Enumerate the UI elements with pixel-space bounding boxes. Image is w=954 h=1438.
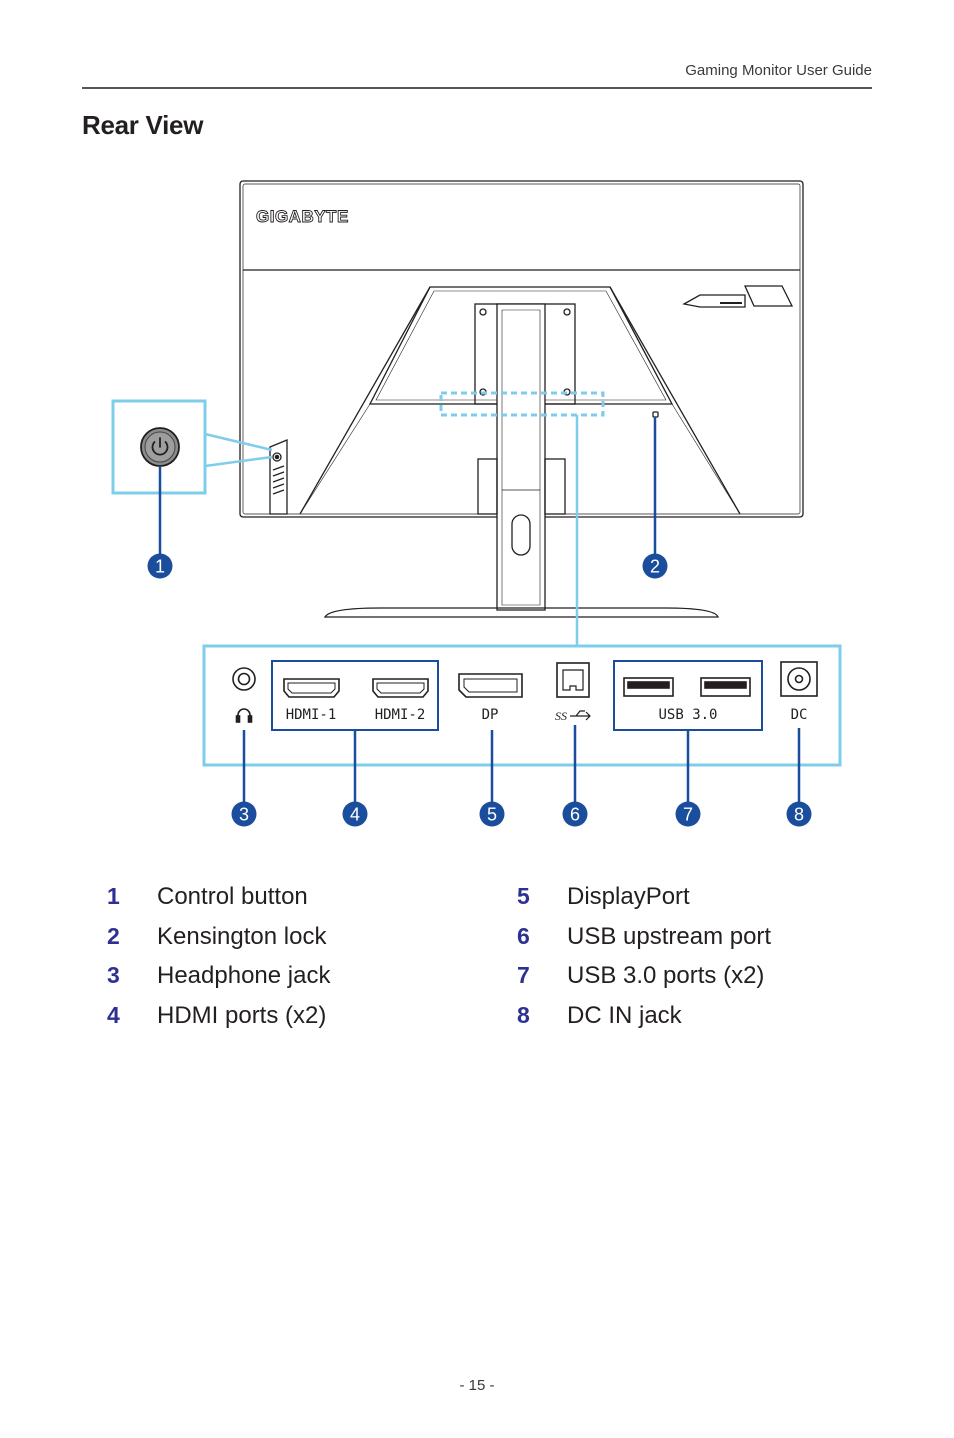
legend-number: 5	[517, 883, 530, 909]
legend-item: 6 USB upstream port	[517, 923, 771, 963]
svg-text:6: 6	[570, 805, 580, 825]
legend-text: Kensington lock	[157, 922, 327, 950]
callout-3: 3	[231, 801, 257, 827]
legend-number: 4	[107, 1001, 120, 1028]
callout-5: 5	[479, 801, 505, 827]
legend-item: 5 DisplayPort	[517, 883, 771, 923]
dc-label: DC	[791, 707, 808, 723]
legend-item: 4 HDMI ports (x2)	[107, 1002, 330, 1042]
svg-text:1: 1	[155, 557, 165, 577]
legend-text: Headphone jack	[157, 962, 331, 989]
legend-item: 1 Control button	[107, 883, 330, 923]
legend-text: DisplayPort	[567, 883, 690, 910]
dp-label: DP	[482, 707, 499, 723]
legend-text: USB upstream port	[567, 922, 772, 950]
callout-4: 4	[342, 801, 368, 827]
legend-number: 6	[517, 922, 530, 949]
control-button-zoom	[111, 399, 273, 556]
legend-right: 5 DisplayPort 6 USB upstream port 7 USB 3.0…	[517, 883, 771, 1041]
legend-item: 2 Kensington lock	[107, 923, 330, 963]
callout-2: 2	[642, 553, 668, 579]
legend-text: HDMI ports (x2)	[157, 1001, 327, 1029]
legend-item: 8 DC IN jack	[517, 1002, 771, 1042]
legend-number: 3	[107, 962, 120, 988]
callout-8: 8	[786, 801, 812, 827]
legend-number: 2	[107, 922, 120, 949]
hdmi2-label: HDMI-2	[375, 707, 426, 723]
usb-ss-symbol: SS	[555, 709, 567, 723]
rear-view-figure: GIGABYTE	[111, 180, 842, 827]
hdmi1-label: HDMI-1	[286, 707, 337, 723]
legend-number: 1	[107, 883, 120, 909]
section-title: Rear View	[82, 110, 204, 140]
power-icon	[151, 437, 169, 456]
running-header: Gaming Monitor User Guide	[685, 62, 872, 79]
svg-text:4: 4	[350, 805, 360, 825]
callout-6: 6	[562, 801, 588, 827]
callout-7: 7	[675, 801, 701, 827]
legend-item: 7 USB 3.0 ports (x2)	[517, 962, 771, 1002]
monitor-back	[239, 180, 804, 618]
legend-text: Control button	[157, 883, 308, 910]
callout-1: 1	[147, 553, 173, 579]
brand-logo: GIGABYTE	[256, 207, 349, 226]
usb30-label: USB 3.0	[658, 707, 717, 723]
legend-text: DC IN jack	[567, 1001, 682, 1029]
port-panel: HDMI-1 HDMI-2 DP SS USB 3.0 DC	[202, 644, 842, 767]
svg-text:8: 8	[794, 805, 804, 825]
svg-text:3: 3	[239, 805, 249, 825]
legend-number: 7	[517, 962, 530, 988]
svg-text:5: 5	[487, 805, 497, 825]
legend-number: 8	[517, 1001, 530, 1028]
svg-text:2: 2	[650, 557, 660, 577]
usb-superspeed-icon: SS	[555, 709, 591, 723]
svg-text:7: 7	[683, 805, 693, 825]
legend-left: 1 Control button 2 Kensington lock 3 Headph…	[107, 883, 330, 1041]
legend-text: USB 3.0 ports (x2)	[567, 962, 765, 989]
page-number: - 15 -	[459, 1377, 495, 1394]
legend-item: 3 Headphone jack	[107, 962, 330, 1002]
header-rule	[82, 87, 872, 89]
headphone-icon	[235, 708, 253, 723]
